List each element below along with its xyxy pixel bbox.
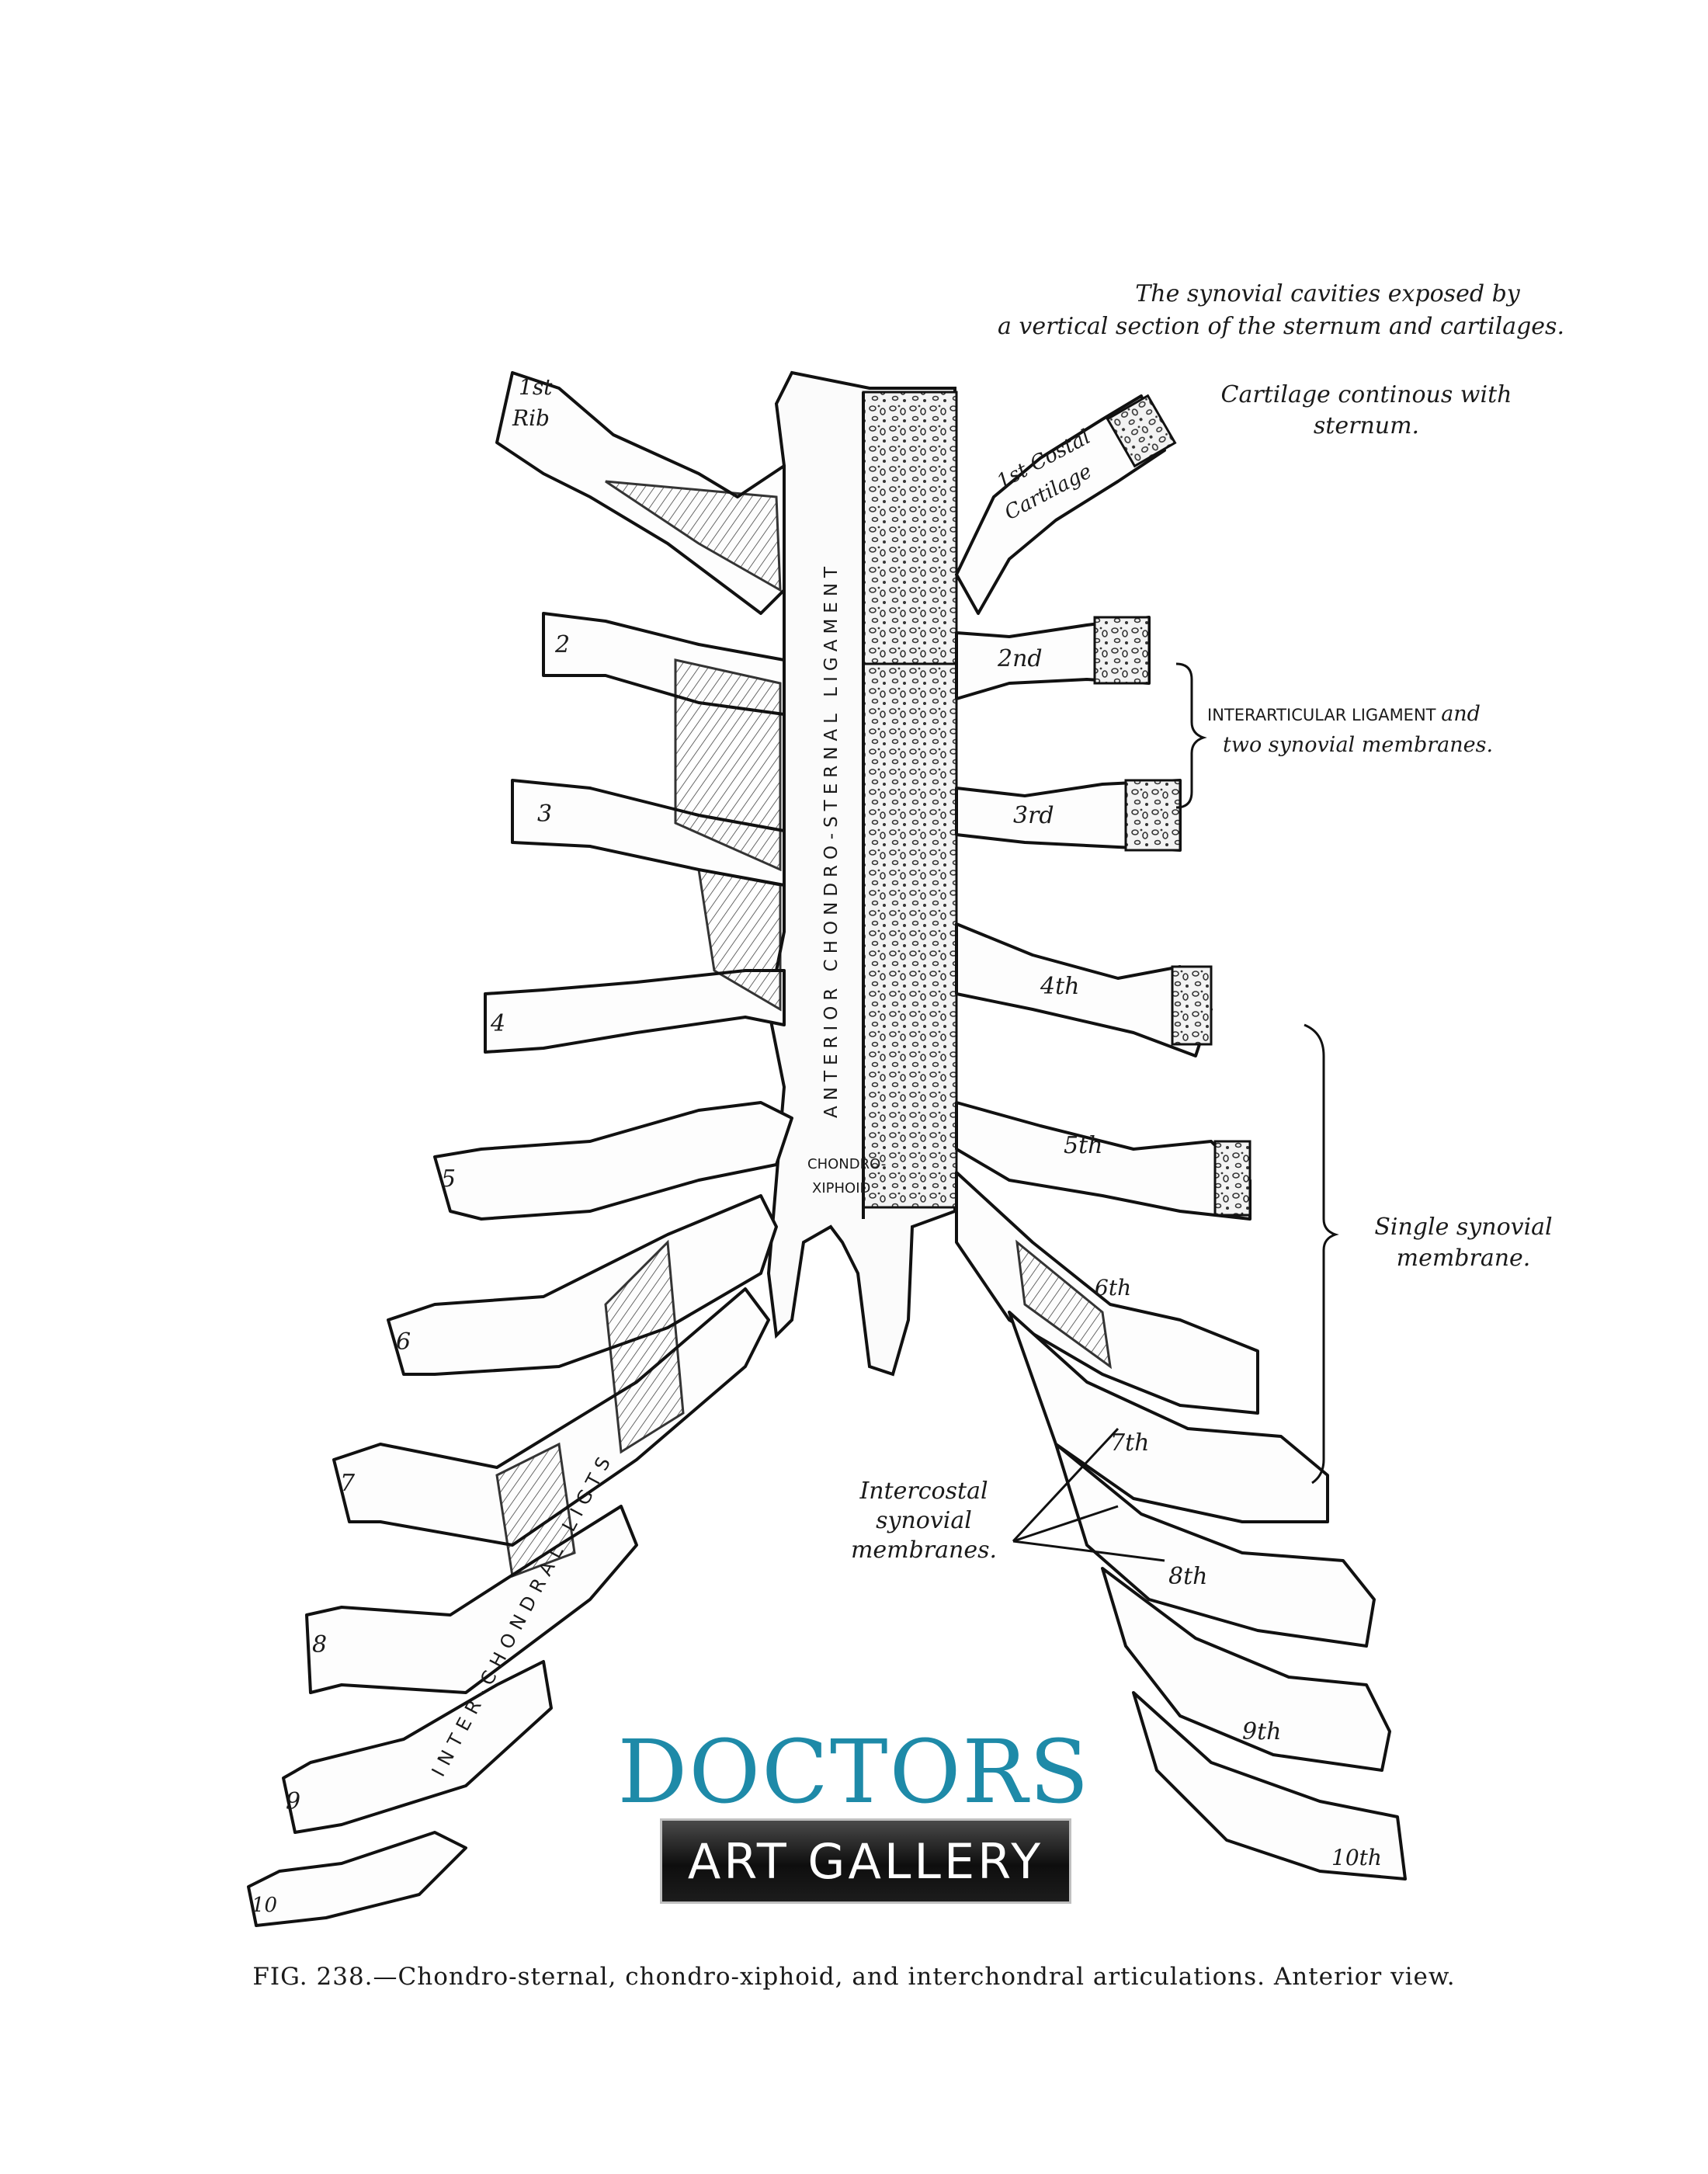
synovial-cavities-annotation-2: a vertical section of the sternum and ca… — [998, 313, 1564, 340]
interarticular-and: and — [1441, 702, 1481, 726]
first-rib-label-2: Rib — [512, 405, 550, 431]
single-synovial-annotation-2: membrane. — [1397, 1245, 1531, 1272]
watermark-doctors: DOCTORS — [617, 1722, 1091, 1823]
left-rib-4 — [484, 969, 786, 1054]
annotation-texts: The synovial cavities exposed by a verti… — [851, 280, 1564, 1564]
left-rib-number-10: 10 — [252, 1894, 277, 1917]
intercostal-annotation-3: membranes. — [851, 1537, 997, 1564]
right-rib-6 — [955, 1171, 1259, 1415]
right-rib-number-5: 5th — [1064, 1132, 1102, 1159]
single-synovial-annotation-1: Single synovial — [1374, 1214, 1552, 1241]
watermark-art-gallery-banner: ART GALLERY — [660, 1818, 1071, 1904]
right-rib-number-6: 6th — [1095, 1275, 1131, 1301]
left-rib-number-2: 2 — [554, 631, 570, 658]
watermark-art-gallery: ART GALLERY — [687, 1832, 1044, 1890]
left-rib-7 — [332, 1287, 770, 1547]
right-rib-7 — [1008, 1311, 1329, 1523]
right-rib-number-7: 7th — [1110, 1429, 1149, 1457]
right-rib-1 — [955, 394, 1166, 615]
intercostal-annotation-1: Intercostal — [859, 1478, 988, 1505]
chondro-xiphoid-label-1: CHONDRO- — [807, 1156, 886, 1172]
left-ribs — [247, 371, 793, 1927]
intercostal-lines — [1012, 1427, 1165, 1562]
left-rib-3 — [511, 779, 786, 887]
left-rib-number-3: 3 — [537, 800, 552, 828]
right-rib-number-3: 3rd — [1013, 802, 1054, 829]
left-rib-number-4: 4 — [490, 1010, 505, 1037]
right-rib-number-8: 8th — [1168, 1563, 1207, 1590]
interarticular-annotation-1: INTERARTICULAR LIGAMENT and — [1207, 702, 1481, 726]
left-rib-number-9: 9 — [286, 1788, 300, 1815]
left-rib-number-5: 5 — [441, 1165, 456, 1193]
costal-ends-right — [1093, 394, 1251, 1217]
anterior-chondrosternal-ligament-label: ANTERIOR CHONDRO-STERNAL LIGAMENT — [821, 561, 842, 1118]
cartilage-continuous-annotation-2: sternum. — [1314, 412, 1419, 439]
right-rib-number-2: 2nd — [997, 645, 1043, 672]
left-rib-5 — [433, 1101, 793, 1221]
left-rib-number-8: 8 — [312, 1631, 327, 1658]
interarticular-annotation-2: two synovial membranes. — [1223, 733, 1493, 757]
sternum — [766, 370, 958, 1377]
interarticular-caps: INTERARTICULAR LIGAMENT — [1207, 706, 1436, 724]
cartilage-continuous-annotation-1: Cartilage continous with — [1221, 381, 1512, 408]
chondro-xiphoid-label-2: XIPHOID — [812, 1180, 870, 1196]
figure-caption: FIG. 238.—Chondro-sternal, chondro-xipho… — [252, 1963, 1456, 1991]
synovial-cavities-annotation-1: The synovial cavities exposed by — [1135, 280, 1521, 307]
right-ribs — [955, 394, 1407, 1881]
right-rib-number-4: 4th — [1040, 973, 1079, 1000]
left-rib-10 — [247, 1831, 467, 1927]
left-rib-number-6: 6 — [396, 1328, 411, 1356]
right-rib-5 — [955, 1101, 1251, 1221]
right-rib-number-9: 9th — [1242, 1718, 1281, 1745]
intercostal-annotation-2: synovial — [876, 1507, 972, 1534]
left-rib-9 — [282, 1660, 553, 1834]
sternum-section — [862, 391, 958, 1209]
annotation-braces — [1175, 662, 1339, 1485]
right-rib-10 — [1132, 1691, 1407, 1881]
right-rib-number-10: 10th — [1331, 1845, 1382, 1870]
ligament-hatching — [495, 480, 1112, 1578]
left-rib-6 — [387, 1194, 778, 1376]
right-rib-9 — [1101, 1567, 1391, 1772]
right-rib-8 — [1054, 1443, 1376, 1648]
left-rib-number-7: 7 — [340, 1470, 356, 1497]
first-rib-label-1: 1st — [519, 374, 553, 400]
